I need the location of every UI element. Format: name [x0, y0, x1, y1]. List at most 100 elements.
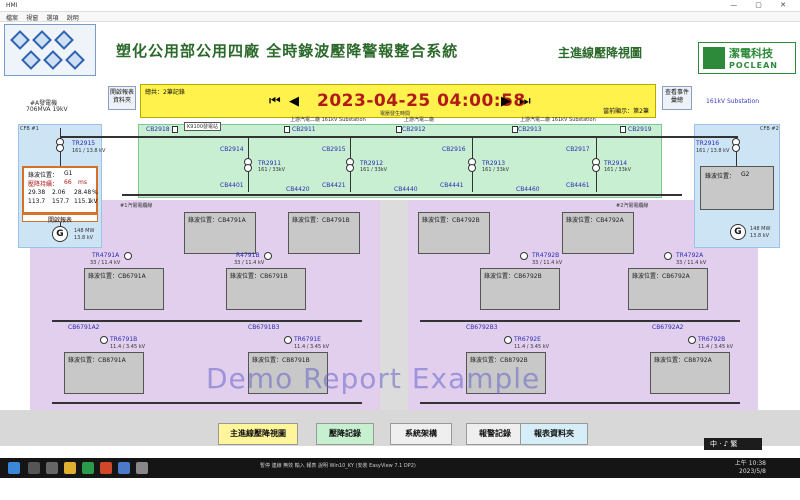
g2-kv: 13.8 kV	[750, 233, 770, 239]
tr-label: TR2913	[482, 160, 506, 167]
current-record: 當前顯示：第2筆	[603, 108, 649, 115]
view-title: 主進線壓降視圖	[558, 46, 643, 60]
last-record-button[interactable]: ⏭	[519, 94, 531, 109]
next-record-button[interactable]: ▶	[501, 94, 511, 109]
menu-item-options[interactable]: 選項	[46, 15, 59, 22]
app-icon[interactable]	[82, 462, 94, 474]
breaker-label: CB2916	[442, 146, 466, 153]
ring1-label: #1汽電電纜線	[120, 203, 153, 209]
g1-dip-unit: ms	[78, 179, 87, 186]
clock: 上午 10:38 2023/5/8	[735, 460, 766, 476]
menu-item-help[interactable]: 說明	[66, 15, 79, 22]
waveform-box[interactable]: 錄波位置：CB4792A	[562, 212, 634, 254]
tr-label: TR2915	[72, 140, 96, 147]
prev-record-button[interactable]: ◀	[289, 94, 299, 109]
search-icon[interactable]	[28, 462, 40, 474]
upstream-sub-1: 上游汽電二廠 161kV Substation	[290, 117, 366, 123]
company-logo	[4, 24, 96, 76]
breaker-label: CB2919	[628, 126, 652, 133]
waveform-box[interactable]: 錄波位置：CB8792B	[466, 352, 546, 394]
waveform-box[interactable]: 錄波位置：CB8792A	[650, 352, 730, 394]
tr-rating: 11.4 / 3.45 kV	[294, 344, 330, 350]
breaker-icon[interactable]	[172, 126, 178, 133]
breaker-label: CB4461	[566, 182, 590, 189]
waveform-box[interactable]: 錄波位置：CB6791A	[84, 268, 164, 310]
transformer-icon	[504, 336, 512, 344]
tr-label: TR2912	[360, 160, 384, 167]
tr-label: TR2914	[604, 160, 628, 167]
taskview-icon[interactable]	[46, 462, 58, 474]
tr-rating: 11.4 / 3.45 kV	[698, 344, 734, 350]
tr-rating: 11.4 / 3.45 kV	[110, 344, 146, 350]
waveform-box[interactable]: 錄波位置：CB4792B	[418, 212, 490, 254]
bus-33kv	[122, 194, 682, 196]
start-icon[interactable]	[8, 462, 20, 474]
g2-fault-label: 錄波位置：	[705, 173, 736, 180]
ime-indicator[interactable]: 中 · ♪ 繁	[704, 438, 762, 450]
view-events-button[interactable]: 查看事件彙總	[662, 86, 692, 110]
window-controls[interactable]: — ▢ ✕	[730, 1, 794, 9]
taskbar-status: 暫停 連線 無效 輸入 報表 說明 Win10_KY (安裝 EasyView …	[260, 463, 416, 469]
breaker-icon[interactable]	[284, 126, 290, 133]
transformer-icon	[264, 252, 272, 260]
breaker-icon[interactable]	[512, 126, 518, 133]
waveform-box[interactable]: 錄波位置：CB8791A	[64, 352, 144, 394]
clock-time: 上午 10:38	[734, 460, 766, 467]
bus-161kv-right	[694, 136, 738, 138]
waveform-box[interactable]: 錄波位置：CB6791B	[226, 268, 306, 310]
g1-dip-label: 壓降持續：	[28, 181, 59, 188]
tr-label: R4791B	[236, 252, 260, 259]
ring2-label: #2汽電電纜線	[616, 203, 649, 209]
nav-history-button[interactable]: 壓降記錄	[316, 423, 374, 445]
nav-system-button[interactable]: 系統架構	[390, 423, 452, 445]
folder-icon[interactable]	[64, 462, 76, 474]
tie-breaker-label: CB4440	[394, 186, 418, 193]
tr-label: TR6792B	[698, 336, 726, 343]
g1-summary-box: 錄波位置： G1 壓降持續： 66 ms 29.38 2.06 28.48 % …	[22, 166, 98, 214]
app-icon[interactable]	[100, 462, 112, 474]
brand-logo: 潔電科技 POCLEAN	[698, 42, 796, 74]
substation-label: 161kV Substation	[706, 98, 760, 105]
waveform-box[interactable]: 錄波位置：CB8791B	[248, 352, 328, 394]
first-record-button[interactable]: ⏮	[269, 94, 281, 109]
breaker-icon[interactable]	[620, 126, 626, 133]
nav-alarm-button[interactable]: 報警記錄	[466, 423, 524, 445]
breaker-label: CB2914	[220, 146, 244, 153]
transformer-icon	[688, 336, 696, 344]
app-icon[interactable]	[136, 462, 148, 474]
tr-rating: 161 / 33kV	[604, 167, 632, 173]
transformer-icon	[664, 252, 672, 260]
brand-name-en: POCLEAN	[729, 61, 778, 70]
waveform-box[interactable]: 錄波位置：CB4791A	[184, 212, 256, 254]
tr-rating: 161 / 33kV	[258, 167, 286, 173]
cfb2-label: CFB #2	[760, 126, 779, 132]
brand-name-cn: 潔電科技	[729, 47, 773, 60]
transformer-icon	[124, 252, 132, 260]
menu-item-window[interactable]: 視窗	[26, 15, 39, 22]
nav-report-button[interactable]: 報表資料夾	[520, 423, 588, 445]
tr-label: TR6792E	[514, 336, 541, 343]
transformer-icon	[346, 164, 354, 172]
waveform-box[interactable]: 錄波位置：CB6792B	[480, 268, 560, 310]
open-report-folder-button[interactable]: 開啟報表資料夾	[108, 86, 136, 110]
g1-open-report-button[interactable]: 開啟報表	[22, 214, 98, 224]
gen-a-rating: 706MVA 19kV	[26, 106, 68, 113]
g1-cell: 113.7	[28, 198, 46, 205]
tr-label: TR4792A	[676, 252, 704, 259]
waveform-box[interactable]: 錄波位置：CB4791B	[288, 212, 360, 254]
breaker-label: CB4401	[220, 182, 244, 189]
g1-cell: %	[92, 189, 98, 196]
breaker-icon[interactable]	[396, 126, 402, 133]
tr-rating: 33 / 11.4 kV	[676, 260, 707, 266]
tr-rating: 33 / 11.4 kV	[90, 260, 121, 266]
menu-item-file[interactable]: 檔案	[6, 15, 19, 22]
tr-label: TR2911	[258, 160, 282, 167]
app-icon[interactable]	[118, 462, 130, 474]
tr-rating: 161 / 13.8 kV	[696, 148, 730, 154]
gen-a-label: #A發電機	[30, 100, 58, 107]
breaker-label: CB4441	[440, 182, 464, 189]
window-titlebar: HMI — ▢ ✕	[0, 0, 800, 12]
breaker-label: CB6791B3	[248, 324, 280, 331]
waveform-box[interactable]: 錄波位置：CB6792A	[628, 268, 708, 310]
nav-main-view-button[interactable]: 主進線壓降視圖	[218, 423, 298, 445]
